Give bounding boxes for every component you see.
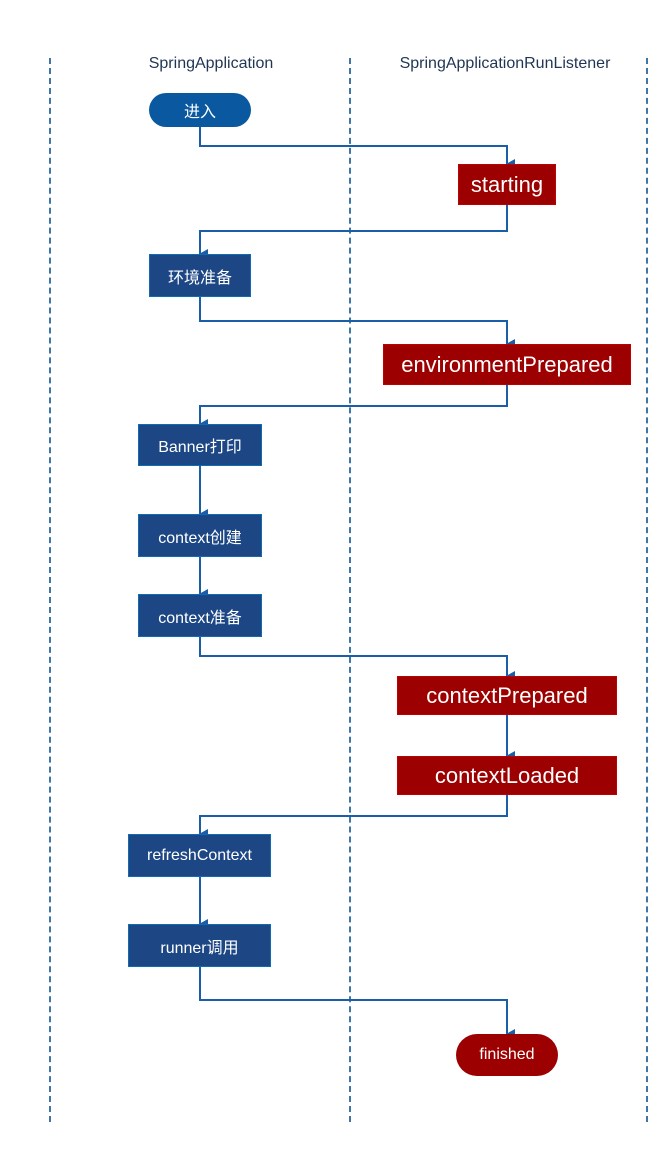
- enter-node: 进入: [149, 93, 251, 127]
- lane-divider-middle: [349, 58, 351, 1122]
- lane-title-spring-application: SpringApplication: [148, 55, 274, 72]
- finished-node: finished: [456, 1034, 558, 1076]
- lane-title-run-listener: SpringApplicationRunListener: [399, 55, 611, 72]
- context-prepared-node: contextPrepared: [397, 676, 617, 715]
- connector-runner-to-finished: [199, 967, 515, 1039]
- refresh-context-node: refreshContext: [128, 834, 271, 877]
- environment-prepared-node: environmentPrepared: [383, 344, 631, 385]
- connector-environment-prepared-to-banner: [199, 385, 508, 429]
- connector-context-prepare-to-context-prepared: [199, 637, 515, 681]
- context-loaded-node: contextLoaded: [397, 756, 617, 795]
- banner-print-node: Banner打印: [138, 424, 262, 466]
- starting-node: starting: [458, 164, 556, 205]
- connector-env-prepare-to-environment-prepared: [199, 297, 515, 349]
- env-prepare-node: 环境准备: [149, 254, 251, 297]
- runner-call-node: runner调用: [128, 924, 271, 967]
- connector-enter-to-starting: [199, 127, 515, 169]
- context-create-node: context创建: [138, 514, 262, 557]
- lane-divider-right: [646, 58, 648, 1122]
- context-prepare-node: context准备: [138, 594, 262, 637]
- lane-divider-left: [49, 58, 51, 1122]
- connector-starting-to-env-prepare: [199, 205, 508, 259]
- connector-context-loaded-to-refresh-context: [199, 795, 508, 839]
